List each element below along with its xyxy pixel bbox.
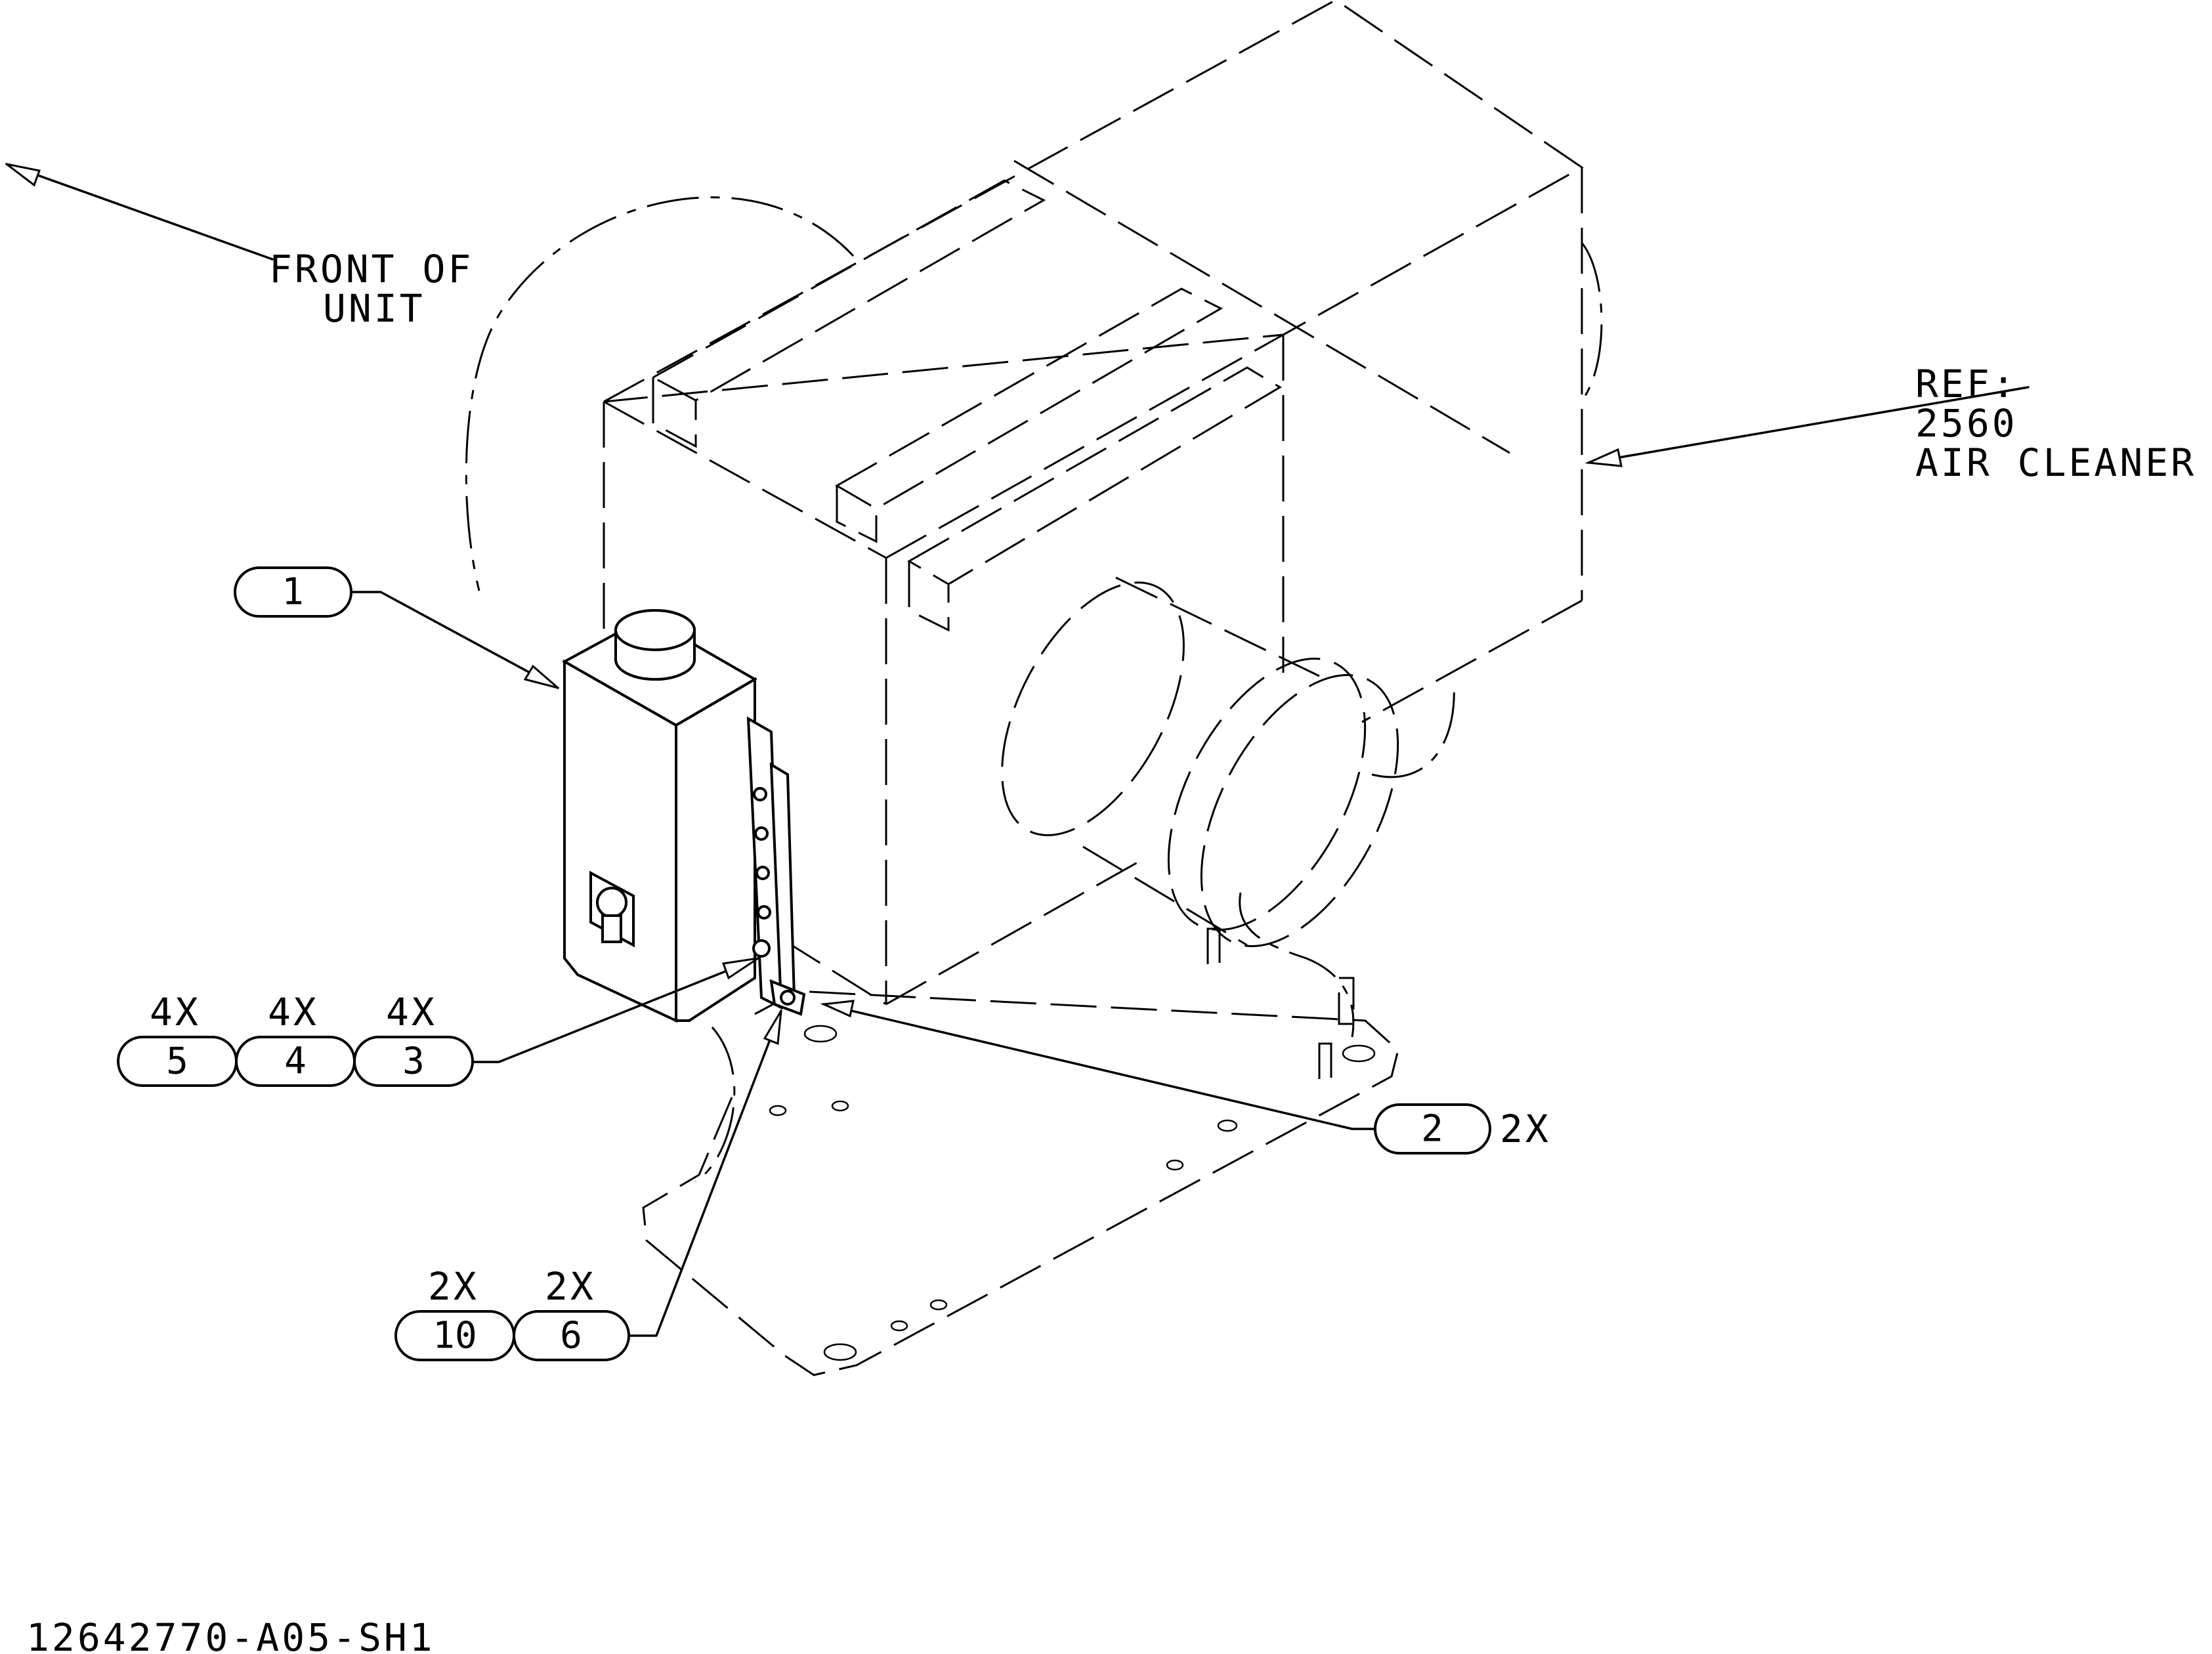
callout-item-3-qty: 4X — [386, 990, 437, 1034]
note-ref-line3: AIR CLEANER — [1915, 440, 2196, 485]
callout-item-10: 2X 10 — [394, 1264, 515, 1361]
callout-item-5: 4X 5 — [117, 990, 238, 1087]
note-ref-line2: 2560 — [1915, 401, 2018, 446]
air-cleaner-phantom — [465, 0, 1603, 1081]
callout-item-6-number: 6 — [560, 1315, 582, 1357]
coolant-tank — [561, 609, 806, 1023]
callout-item-2-number: 2 — [1421, 1108, 1443, 1151]
leader-lines — [5, 163, 2030, 1337]
callout-item-4: 4X 4 — [235, 990, 356, 1087]
callout-item-1-number: 1 — [282, 571, 304, 614]
callout-item-10-number: 10 — [433, 1315, 477, 1357]
callout-item-6-qty: 2X — [545, 1264, 596, 1309]
callout-item-6: 2X 6 — [513, 1264, 630, 1361]
callout-item-4-number: 4 — [284, 1040, 307, 1083]
callout-item-2-qty: 2X — [1500, 1107, 1551, 1151]
note-front-of-unit-line1: FRONT OF — [269, 247, 473, 291]
callout-item-3: 4X 3 — [353, 990, 474, 1087]
base-plate-phantom — [642, 990, 1399, 1376]
callout-item-1: 1 — [234, 566, 352, 618]
drawing-number: 12642770-A05-SH1 — [26, 1615, 435, 1654]
callout-item-5-qty: 4X — [150, 990, 201, 1034]
callout-item-2: 2 2X — [1374, 1103, 1551, 1155]
callout-item-4-qty: 4X — [268, 990, 319, 1034]
callout-item-3-number: 3 — [402, 1040, 425, 1083]
note-front-of-unit-line2: UNIT — [323, 286, 425, 331]
note-ref-line1: REF: — [1915, 362, 2018, 406]
callout-item-5-number: 5 — [166, 1040, 188, 1083]
callout-item-10-qty: 2X — [428, 1264, 479, 1309]
